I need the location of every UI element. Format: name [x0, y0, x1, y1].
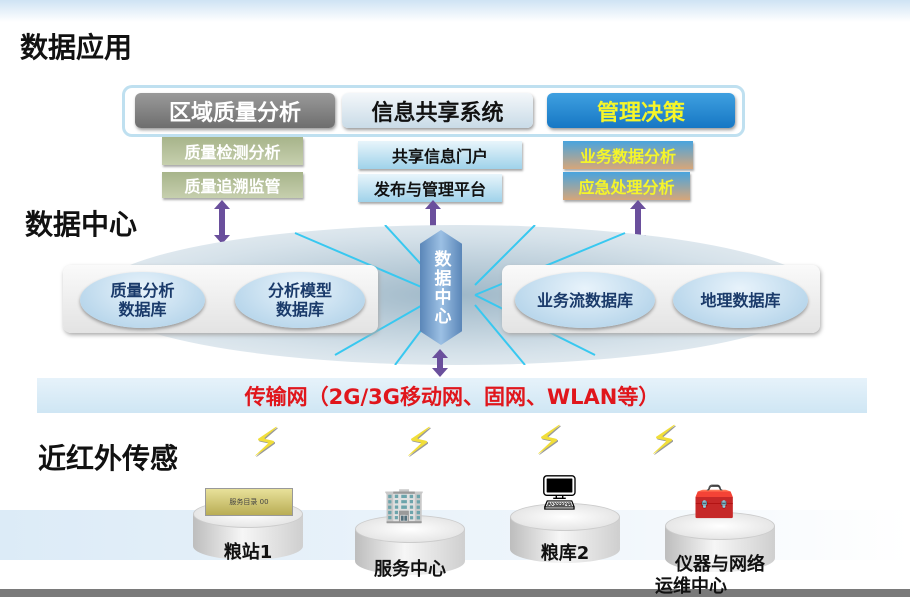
computer-icon: 🖥: [538, 473, 582, 513]
node-label: 粮库2: [540, 543, 590, 564]
db-label: 分析模型: [267, 281, 332, 300]
lightning-icon: ⚡: [252, 420, 281, 466]
bottom-bar: [0, 589, 910, 597]
info-share-button[interactable]: 信息共享系统: [342, 93, 533, 128]
quality-detect-item[interactable]: 质量检测分析: [162, 137, 303, 165]
model-db[interactable]: 分析模型数据库: [235, 272, 365, 328]
section-title-apps: 数据应用: [20, 31, 133, 64]
lightning-icon: ⚡: [535, 418, 564, 464]
lightning-icon: ⚡: [650, 418, 679, 464]
toolbox-icon: 🧰: [693, 482, 736, 522]
double-arrow-icon: [214, 200, 230, 244]
node-ops-center[interactable]: 🧰 仪器与网络 运维中心: [655, 482, 775, 597]
node-label: 粮站1: [223, 542, 273, 563]
double-arrow-icon: [432, 349, 448, 377]
node-label: 仪器与网络: [675, 554, 765, 575]
db-label: 质量分析: [110, 281, 175, 300]
quality-db[interactable]: 质量分析数据库: [80, 272, 205, 328]
node-label: 服务中心: [374, 559, 446, 580]
node-grain-station[interactable]: 服务目录 00 粮站1: [193, 488, 303, 570]
building-icon: 🏢: [383, 485, 426, 525]
node-label: 运维中心: [655, 576, 727, 597]
lightning-icon: ⚡: [405, 420, 434, 466]
node-granary[interactable]: 🖥 粮库2: [510, 473, 620, 573]
top-gradient-band: [0, 0, 910, 22]
transmission-network-bar: 传输网（2G/3G移动网、固网、WLAN等）: [37, 378, 867, 413]
quality-trace-item[interactable]: 质量追溯监管: [162, 172, 303, 198]
business-analysis-item[interactable]: 业务数据分析: [563, 141, 693, 169]
publish-platform-item[interactable]: 发布与管理平台: [358, 174, 502, 202]
share-portal-item[interactable]: 共享信息门户: [358, 141, 522, 169]
geo-db[interactable]: 地理数据库: [673, 272, 808, 328]
db-label: 数据库: [118, 300, 167, 319]
workflow-db[interactable]: 业务流数据库: [515, 272, 655, 328]
node-service-center[interactable]: 🏢 服务中心: [355, 485, 465, 585]
emergency-analysis-item[interactable]: 应急处理分析: [563, 172, 690, 200]
db-label: 数据库: [275, 300, 324, 319]
service-catalog-card-icon: 服务目录 00: [205, 488, 293, 516]
section-title-datacenter: 数据中心: [25, 208, 138, 241]
section-title-sensing: 近红外传感: [38, 442, 179, 475]
regional-quality-button[interactable]: 区域质量分析: [135, 93, 335, 128]
decision-button[interactable]: 管理决策: [547, 93, 735, 128]
datacenter-hub: 数据中心: [420, 230, 462, 345]
